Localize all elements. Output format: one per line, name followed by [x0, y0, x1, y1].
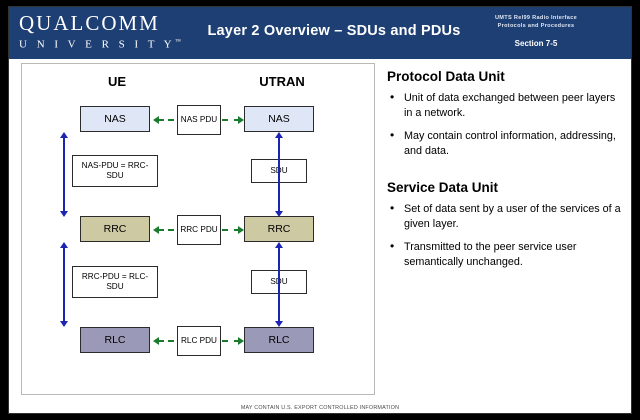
pdu-heading: Protocol Data Unit	[387, 69, 505, 84]
course-line-2: Protocols and Procedures	[497, 23, 575, 29]
ue-rrc-pdu-note: RRC-PDU = RLC-SDU	[72, 266, 158, 298]
header-course-info: UMTS Rel99 Radio Interface Protocols and…	[451, 14, 621, 48]
utran-vertical-line-lower	[278, 248, 280, 321]
sdu-bullet-2: Transmitted to the peer service user sem…	[387, 239, 623, 269]
ue-vertical-line-lower	[63, 248, 65, 321]
rrc-peer-line-left	[158, 229, 174, 231]
utran-arrow-down-lower-icon	[275, 321, 283, 327]
utran-rlc-box: RLC	[244, 327, 314, 353]
ue-rlc-box: RLC	[80, 327, 150, 353]
column-header-ue: UE	[107, 74, 127, 89]
ue-rrc-box: RRC	[80, 216, 150, 242]
sdu-heading: Service Data Unit	[387, 180, 499, 195]
utran-arrow-down-upper-icon	[275, 211, 283, 217]
pdu-bullet-2: May contain control information, address…	[387, 128, 623, 158]
slide: QUALCOMM U N I V E R S I T Y™ Layer 2 Ov…	[8, 6, 632, 414]
slide-header: QUALCOMM U N I V E R S I T Y™ Layer 2 Ov…	[9, 7, 631, 59]
rlc-pdu-label: RLC PDU	[177, 326, 221, 356]
ue-nas-pdu-note: NAS-PDU = RRC-SDU	[72, 155, 158, 187]
utran-rrc-box: RRC	[244, 216, 314, 242]
sdu-bullet-list: Set of data sent by a user of the servic…	[387, 201, 623, 269]
pdu-bullet-list: Unit of data exchanged between peer laye…	[387, 90, 623, 158]
logo-university-text: U N I V E R S I T Y™	[19, 38, 181, 51]
rlc-peer-line-right	[222, 340, 240, 342]
footer-notice: MAY CONTAIN U.S. EXPORT CONTROLLED INFOR…	[240, 405, 400, 411]
ue-nas-box: NAS	[80, 106, 150, 132]
utran-arrow-up-lower-icon	[275, 242, 283, 248]
nas-peer-line-right	[222, 119, 240, 121]
sdu-bullet-1: Set of data sent by a user of the servic…	[387, 201, 623, 231]
rlc-peer-line-left	[158, 340, 174, 342]
ue-arrow-up-upper-icon	[60, 132, 68, 138]
trademark-icon: ™	[175, 39, 181, 45]
pdu-bullet-1: Unit of data exchanged between peer laye…	[387, 90, 623, 120]
qualcomm-university-logo: QUALCOMM U N I V E R S I T Y™	[19, 13, 181, 51]
explanation-pane: Protocol Data Unit Unit of data exchange…	[387, 69, 623, 278]
rlc-peer-arrow-right-icon	[238, 337, 244, 345]
ue-arrow-down-lower-icon	[60, 321, 68, 327]
logo-qualcomm-text: QUALCOMM	[19, 11, 160, 35]
ue-arrow-down-upper-icon	[60, 211, 68, 217]
utran-arrow-up-upper-icon	[275, 132, 283, 138]
course-line-1: UMTS Rel99 Radio Interface	[494, 15, 578, 21]
nas-pdu-label: NAS PDU	[177, 105, 221, 135]
utran-nas-box: NAS	[244, 106, 314, 132]
nas-peer-line-left	[158, 119, 174, 121]
ue-vertical-line-upper	[63, 138, 65, 211]
nas-peer-arrow-right-icon	[238, 116, 244, 124]
rlc-peer-arrow-left-icon	[153, 337, 159, 345]
protocol-stack-diagram: UE UTRAN NAS RRC RLC NAS RRC RLC NAS-PDU…	[21, 63, 375, 395]
ue-arrow-up-lower-icon	[60, 242, 68, 248]
nas-peer-arrow-left-icon	[153, 116, 159, 124]
rrc-pdu-label: RRC PDU	[177, 215, 221, 245]
rrc-peer-arrow-right-icon	[238, 226, 244, 234]
page-title: Layer 2 Overview – SDUs and PDUs	[207, 23, 461, 39]
rrc-peer-arrow-left-icon	[153, 226, 159, 234]
utran-vertical-line-upper	[278, 138, 280, 211]
rrc-peer-line-right	[222, 229, 240, 231]
slide-body: UE UTRAN NAS RRC RLC NAS RRC RLC NAS-PDU…	[9, 59, 631, 415]
column-header-utran: UTRAN	[259, 74, 305, 89]
section-label: Section 7-5	[514, 39, 558, 48]
